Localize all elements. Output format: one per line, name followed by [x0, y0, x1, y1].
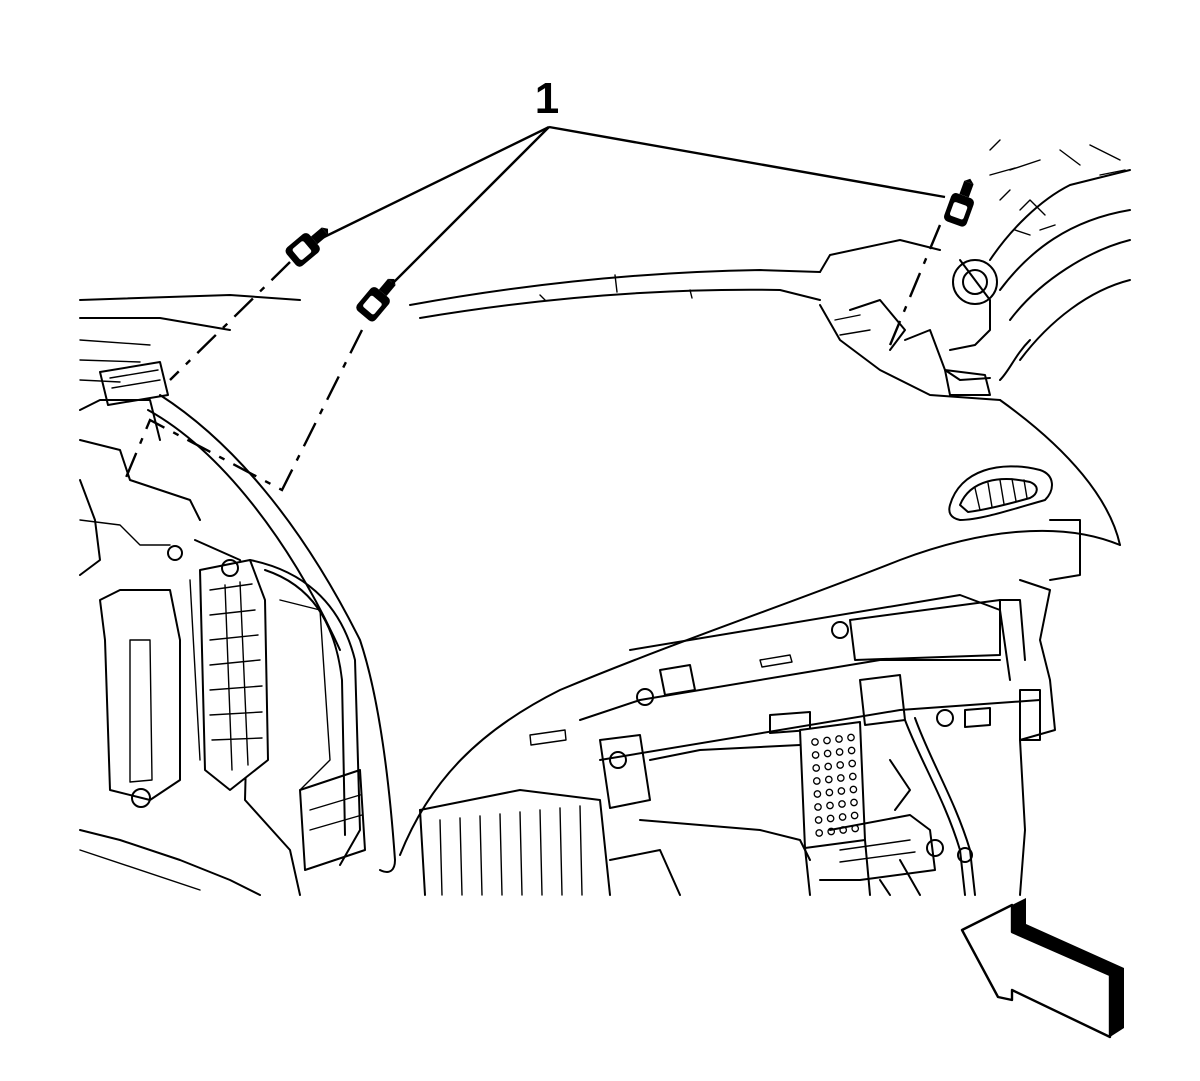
- bracket-hole: [850, 798, 858, 807]
- bracket-hole: [811, 751, 820, 759]
- bracket-hole: [813, 790, 822, 798]
- bracket-hole: [848, 759, 857, 768]
- callout-label-1: 1: [535, 74, 559, 123]
- bracket-hole: [850, 811, 859, 820]
- bracket-hole: [825, 788, 834, 797]
- bracket-hole: [849, 785, 858, 794]
- bracket-hole: [827, 827, 836, 836]
- bracket-hole: [835, 748, 844, 756]
- bracket-hole: [826, 814, 835, 823]
- left-dash-structure: [79, 294, 301, 896]
- bracket-hole: [847, 733, 855, 742]
- bracket-hole: [848, 772, 857, 781]
- bracket-hole: [824, 762, 833, 771]
- bracket-hole: [811, 738, 819, 746]
- bracket-hole: [838, 813, 847, 821]
- lower-center-structure: [529, 594, 1041, 761]
- bracket-hole: [814, 803, 822, 811]
- callout-leaders: [317, 125, 946, 289]
- bolt-icon: [285, 227, 329, 267]
- bolt-icon: [356, 278, 396, 322]
- hvac-module: [419, 717, 976, 896]
- bracket-hole: [812, 777, 821, 785]
- bracket-hole: [835, 735, 843, 743]
- bracket-hole: [836, 774, 845, 782]
- bracket-hole: [814, 816, 823, 824]
- bracket-hole: [836, 761, 845, 769]
- bolt-icon: [943, 178, 974, 227]
- bracket-hole: [823, 749, 832, 758]
- bracket-hole: [815, 829, 824, 837]
- bracket-hole: [838, 800, 846, 808]
- left-air-vent: [199, 559, 366, 871]
- perforated-bracket: [799, 721, 871, 896]
- bracket-hole: [824, 775, 833, 784]
- install-paths: [123, 224, 942, 492]
- right-side-structure: [819, 139, 1131, 896]
- view-direction-arrow-icon: [960, 898, 1124, 1039]
- bracket-hole: [847, 746, 856, 755]
- bracket-hole: [837, 787, 846, 795]
- bracket-hole: [826, 801, 834, 810]
- instrument-panel-pad: [147, 269, 1121, 873]
- right-dash-vent: [948, 465, 1053, 521]
- bracket-hole: [812, 764, 821, 772]
- bracket-hole: [823, 736, 831, 745]
